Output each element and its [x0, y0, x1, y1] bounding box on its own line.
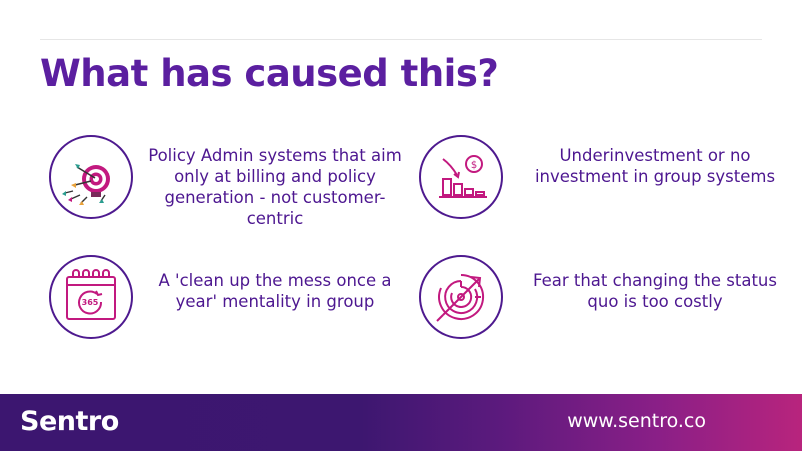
website-link[interactable]: www.sentro.co	[567, 410, 706, 432]
sentro-logo: Sentro	[20, 406, 119, 437]
svg-text:$: $	[471, 160, 477, 171]
declining-investment-icon: $	[419, 135, 503, 219]
item-text-clean-up: A 'clean up the mess once a year' mental…	[158, 271, 392, 311]
item-text-fear-of-change: Fear that changing the status quo is too…	[533, 271, 777, 311]
svg-text:365: 365	[82, 298, 99, 307]
item-text-policy-admin: Policy Admin systems that aim only at bi…	[148, 146, 402, 228]
item-text-underinvestment: Underinvestment or no investment in grou…	[534, 146, 776, 186]
maze-arrow-icon	[419, 255, 503, 339]
top-divider	[40, 39, 762, 40]
slide-title: What has caused this?	[40, 52, 499, 95]
calendar-365-icon: 365	[49, 255, 133, 339]
target-darts-icon	[49, 135, 133, 219]
footer-bar: Sentro www.sentro.co	[0, 394, 802, 451]
